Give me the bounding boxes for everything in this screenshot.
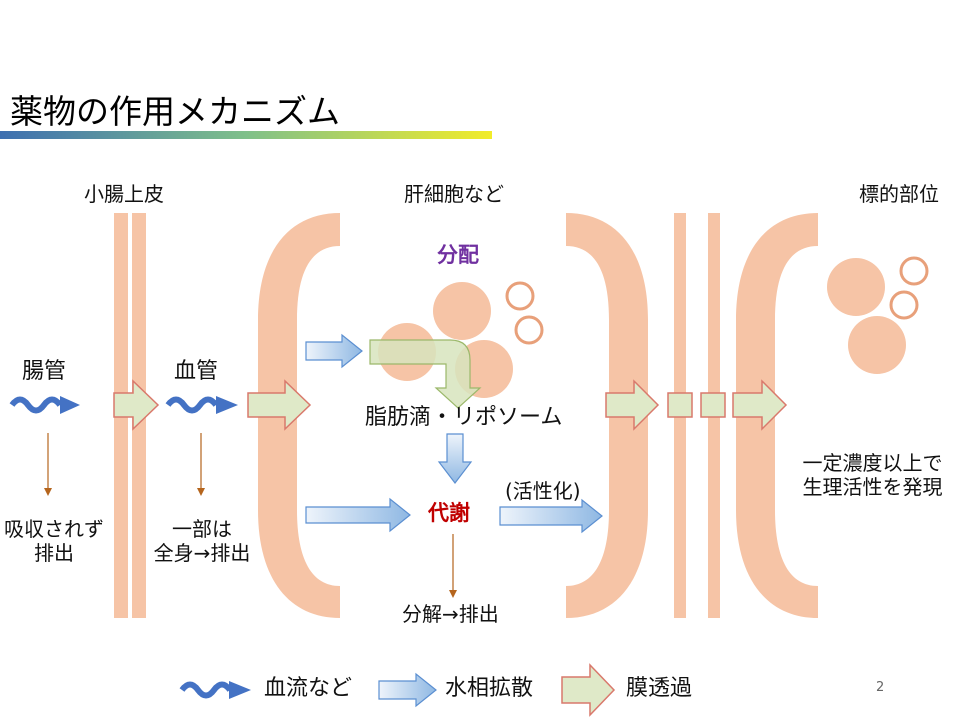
label-partial-line1: 一部は [172,517,232,541]
target-liposome [899,256,929,286]
permeation-segment [700,392,726,418]
label-intestine: 腸管 [22,359,67,384]
label-decompose-excrete: 分解→排出 [402,602,499,626]
label-activation: (活性化) [505,479,581,503]
wave-arrow-blood [165,396,238,414]
legend-blood-flow-label: 血流など [264,676,353,701]
title-underline [0,131,492,139]
diffusion-arrow-activation [499,498,603,534]
label-not-absorbed: 吸収されず 排出 [4,517,104,565]
target-droplet [827,258,885,316]
label-not-absorbed-line1: 吸収されず [4,517,104,541]
excretion-arrow-intestine [44,433,52,496]
diffusion-arrow-down [437,433,473,484]
legend-aqueous-diffusion-label: 水相拡散 [445,676,534,701]
label-not-absorbed-line2: 排出 [34,541,74,565]
region-label-liver: 肝細胞など [404,182,504,206]
label-blood-vessel: 血管 [174,359,219,384]
label-metabolism: 代謝 [428,501,470,525]
liposome [514,315,544,345]
legend-diffusion-icon [378,672,437,708]
bent-arrow-to-lipid [369,339,482,409]
slide-title: 薬物の作用メカニズム [10,92,340,131]
label-physiological-effect: 一定濃度以上で 生理活性を発現 [795,451,950,499]
excretion-arrow-metabolism [449,534,457,598]
label-partial-line2: 全身→排出 [153,541,251,565]
legend-membrane-permeation-label: 膜透過 [626,676,693,701]
liver-bracket-right [566,213,648,618]
permeation-arrow-liver-entry [247,379,312,431]
diffusion-arrow-to-metabolism [305,497,411,533]
wave-arrow-intestine [9,396,80,414]
label-effect-line1: 一定濃度以上で [802,451,943,475]
page-number: 2 [876,680,885,695]
label-lipid-liposome: 脂肪滴・リポソーム [365,405,563,430]
legend-permeation-icon [561,663,616,717]
target-bracket [736,213,818,618]
liver-bracket-left [258,213,340,618]
permeation-arrow-target [732,379,788,431]
label-partial-systemic: 一部は 全身→排出 [146,517,258,565]
label-effect-line2: 生理活性を発現 [802,475,943,499]
target-liposome [889,290,919,320]
region-label-small-intestine: 小腸上皮 [84,182,164,206]
permeation-arrow-liver-exit [605,379,660,431]
lipid-droplet [433,282,491,340]
excretion-arrow-blood [197,433,205,496]
liposome [505,281,535,311]
legend-wave-icon [179,681,251,699]
permeation-arrow-intestine [113,379,160,431]
label-distribution: 分配 [437,243,479,267]
target-droplet [848,316,906,374]
permeation-segment [667,392,693,418]
diffusion-arrow-into-liver [305,333,363,369]
region-label-target: 標的部位 [859,182,939,206]
